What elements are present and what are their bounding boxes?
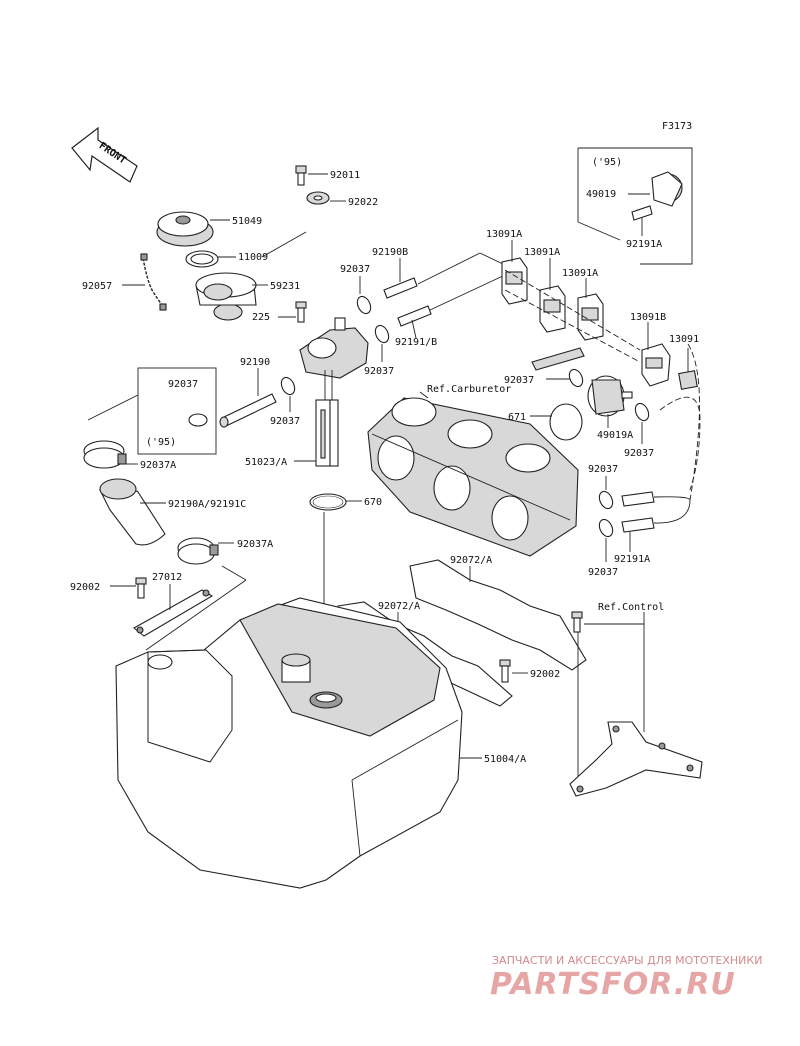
part-label: 670 xyxy=(364,497,382,508)
part-label: 225 xyxy=(252,312,270,323)
part-label: 27012 xyxy=(152,572,182,583)
part-label: 92037 xyxy=(624,448,654,459)
variant-95-box-left xyxy=(137,367,217,455)
bolt-92011-icon xyxy=(295,165,307,186)
reference-label: Ref.Carburetor xyxy=(427,384,511,395)
clamp-92037a-icon xyxy=(83,440,127,469)
part-label: 92011 xyxy=(330,170,360,181)
part-label: 92037 xyxy=(168,379,198,390)
clip-92037-b-icon xyxy=(374,324,390,344)
front-arrow-icon: FRONT xyxy=(71,126,138,183)
part-label: 92037A xyxy=(140,460,176,471)
cap-13091-icon xyxy=(678,370,698,390)
part-label: 92002 xyxy=(530,669,560,680)
clip-92037-e-icon xyxy=(598,490,614,510)
clip-92037-f-icon xyxy=(598,518,614,538)
part-label: 13091A xyxy=(486,229,522,240)
part-label: 13091A xyxy=(524,247,560,258)
part-label: 92190A/92191C xyxy=(168,499,246,510)
clip-92037-c-icon xyxy=(568,368,584,388)
hose-92190b-icon xyxy=(383,277,418,299)
part-label: 51004/A xyxy=(484,754,526,765)
part-label: 92191/B xyxy=(395,337,437,348)
filler-neck-icon xyxy=(195,272,257,321)
oring-671-icon xyxy=(549,403,583,441)
filler-cap-icon xyxy=(156,211,214,247)
hose-92190a-icon xyxy=(99,478,166,546)
part-label: 92022 xyxy=(348,197,378,208)
part-label: 92191A xyxy=(626,239,662,250)
clip-92037-icon xyxy=(280,376,296,396)
bolt-control-icon xyxy=(571,611,583,633)
part-label: 92072/A xyxy=(378,601,420,612)
part-label: 92072/A xyxy=(450,555,492,566)
part-label: 59231 xyxy=(270,281,300,292)
oring-670-icon xyxy=(309,493,347,511)
fuel-tank-icon xyxy=(115,597,463,889)
part-label: 13091B xyxy=(630,312,666,323)
part-label: 92057 xyxy=(82,281,112,292)
grommet-13091b-icon xyxy=(641,343,671,387)
part-label: 92037 xyxy=(340,264,370,275)
grommet-13091a-3-icon xyxy=(577,293,604,341)
hose-92190-icon xyxy=(219,393,277,428)
part-label: 11009 xyxy=(238,252,268,263)
part-label: 92190B xyxy=(372,247,408,258)
part-label: 51049 xyxy=(232,216,262,227)
gasket-11009-icon xyxy=(185,250,219,268)
clip-92037-d-icon xyxy=(634,402,650,422)
control-bracket-icon xyxy=(569,721,703,797)
variant-label: ('95) xyxy=(592,157,622,168)
reference-label: Ref.Control xyxy=(598,602,664,613)
part-label: 92002 xyxy=(70,582,100,593)
part-label: 92191A xyxy=(614,554,650,565)
part-label: 13091 xyxy=(669,334,699,345)
carburetor-assembly-icon xyxy=(367,397,579,557)
variant-95-box-right xyxy=(577,147,693,265)
bracket-27012-icon xyxy=(133,589,214,637)
part-label: 92037 xyxy=(588,567,618,578)
watermark-logo: PARTSFOR.RU xyxy=(490,967,736,1002)
part-label: 92037A xyxy=(237,539,273,550)
grommet-13091a-1-icon xyxy=(501,257,528,305)
grommet-13091a-2-icon xyxy=(539,285,566,333)
part-label: 671 xyxy=(508,412,526,423)
bolt-92002-right-icon xyxy=(499,659,511,683)
fuel-valve-assembly-icon xyxy=(299,317,369,467)
part-label: 92037 xyxy=(270,416,300,427)
bolt-92002-left-icon xyxy=(135,577,147,599)
part-label: 92037 xyxy=(504,375,534,386)
hose-92191a-icon xyxy=(621,491,655,533)
part-label: 49019A xyxy=(597,430,633,441)
part-label: 92037 xyxy=(588,464,618,475)
part-label: 49019 xyxy=(586,189,616,200)
intake-boot-upper-icon xyxy=(409,559,587,671)
part-label: 51023/A xyxy=(245,457,287,468)
part-label: 13091A xyxy=(562,268,598,279)
clip-92037-a-icon xyxy=(356,295,372,315)
part-label: 92190 xyxy=(240,357,270,368)
part-label: 92037 xyxy=(364,366,394,377)
figure-code: F3173 xyxy=(662,121,692,132)
washer-92022-icon xyxy=(306,191,330,205)
clamp-92037a-lower-icon xyxy=(177,537,219,565)
variant-label: ('95) xyxy=(146,437,176,448)
strap-92057-icon xyxy=(140,253,167,311)
hose-92191b-icon xyxy=(397,305,432,327)
bolt-225-icon xyxy=(295,301,307,323)
watermark-tagline: ЗАПЧАСТИ И АКСЕССУАРЫ ДЛЯ МОТОТЕХНИКИ xyxy=(492,954,762,967)
filter-49019a-icon xyxy=(587,375,633,417)
